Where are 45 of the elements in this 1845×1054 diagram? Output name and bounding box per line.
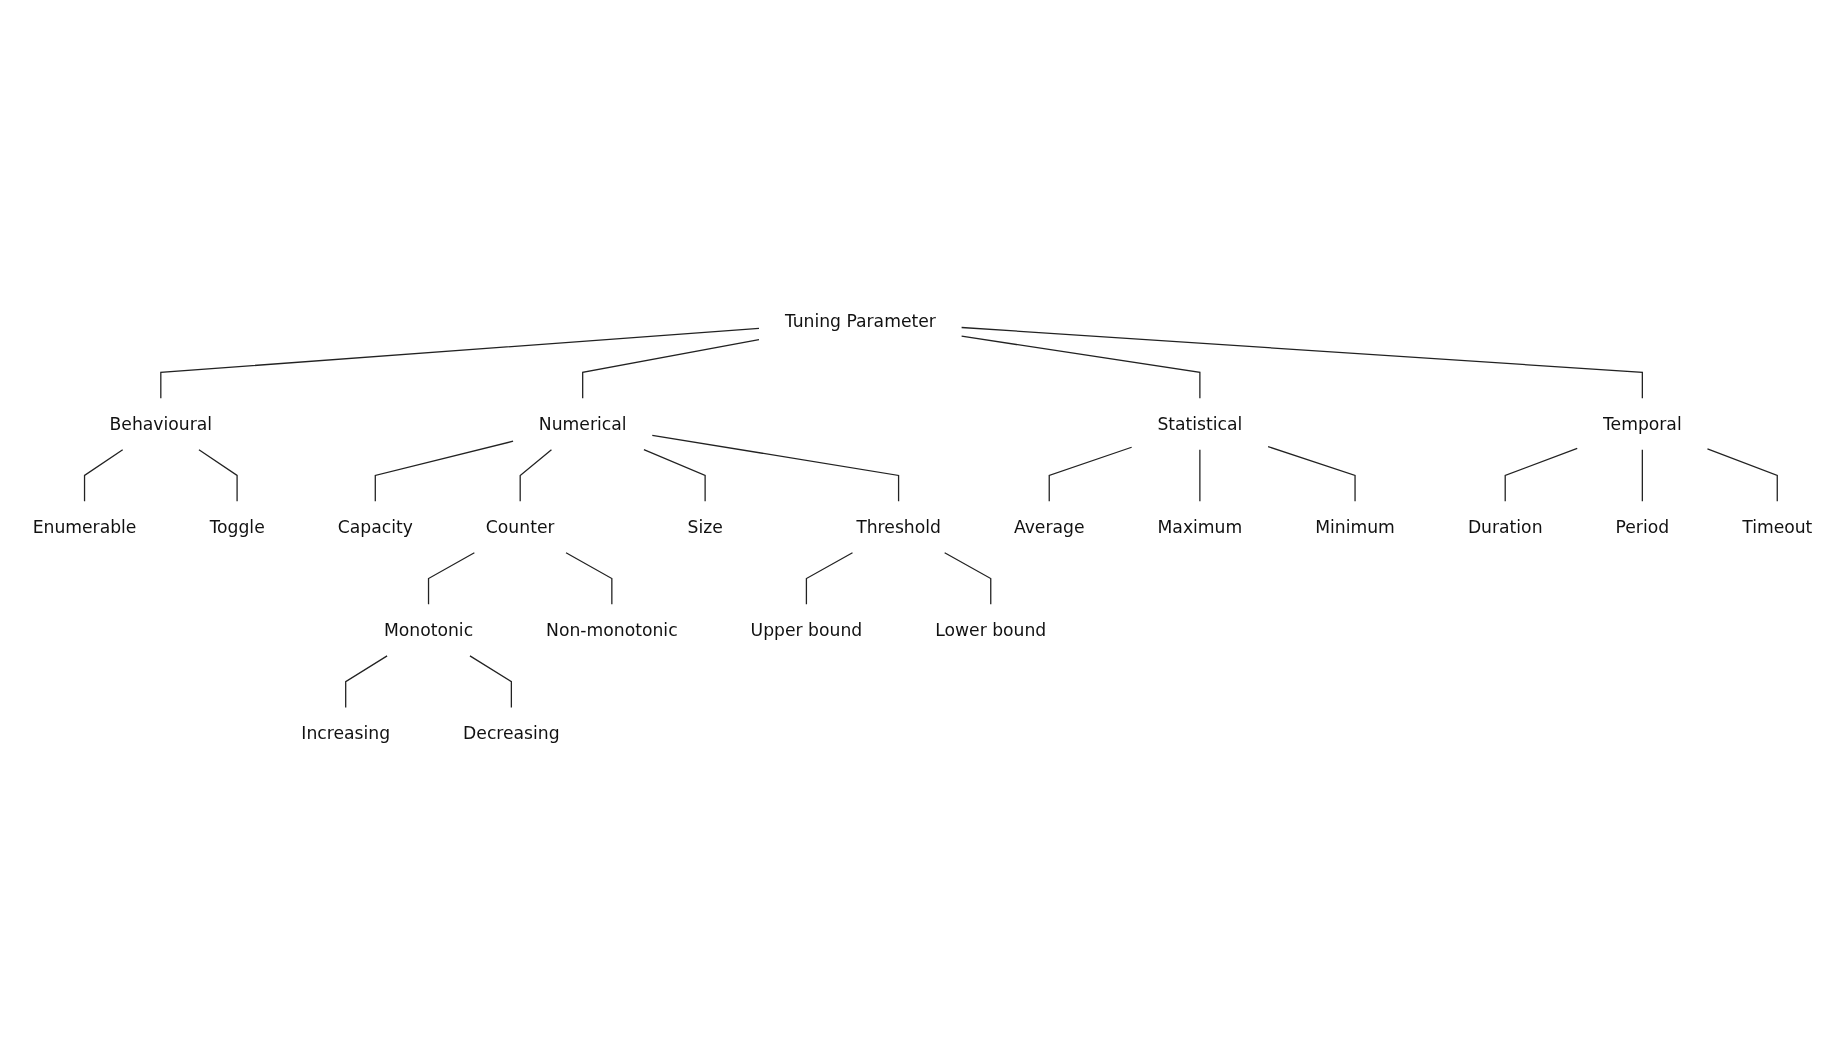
node-text: Toggle	[209, 516, 265, 538]
connector	[1641, 449, 1643, 502]
node-text: Minimum	[1315, 516, 1395, 538]
connector	[519, 449, 553, 502]
node-text: Upper bound	[750, 619, 863, 641]
node-text: Average	[1013, 516, 1085, 538]
node-text: Numerical	[538, 413, 627, 435]
connector	[198, 449, 238, 502]
connector	[1706, 448, 1778, 502]
node-text: Decreasing	[463, 722, 560, 744]
connector	[960, 326, 1643, 399]
connector	[565, 552, 613, 605]
connector	[469, 655, 512, 709]
node-text: Duration	[1467, 516, 1543, 538]
connector	[1048, 446, 1133, 502]
connector	[582, 339, 760, 399]
node-text: Threshold	[856, 516, 941, 538]
connector	[944, 552, 992, 605]
node-text: Behavioural	[109, 413, 213, 435]
node-text: Temporal	[1603, 413, 1682, 435]
node-text: Timeout	[1742, 516, 1813, 538]
node-text: Size	[687, 516, 723, 538]
node-text: Monotonic	[383, 619, 474, 641]
connector	[83, 449, 124, 502]
node-text: Period	[1615, 516, 1670, 538]
connector	[651, 434, 900, 502]
node-text: Statistical	[1157, 413, 1243, 435]
connector	[805, 552, 854, 605]
connector	[427, 552, 475, 605]
connector	[643, 449, 706, 502]
node-text: Increasing	[301, 722, 391, 744]
connector	[1199, 449, 1201, 502]
node-text: Non-monotonic	[546, 619, 678, 641]
connector	[960, 335, 1201, 399]
connector	[1267, 445, 1356, 502]
node-text: Capacity	[337, 516, 413, 538]
connector	[374, 440, 514, 502]
connector	[345, 655, 388, 709]
node-text: Counter	[485, 516, 555, 538]
node-text: Enumerable	[32, 516, 137, 538]
connector	[160, 327, 760, 399]
node-text: Maximum	[1157, 516, 1243, 538]
node-text: Lower bound	[935, 619, 1047, 641]
node-text: Tuning Parameter	[784, 310, 936, 332]
connector	[1504, 447, 1578, 502]
